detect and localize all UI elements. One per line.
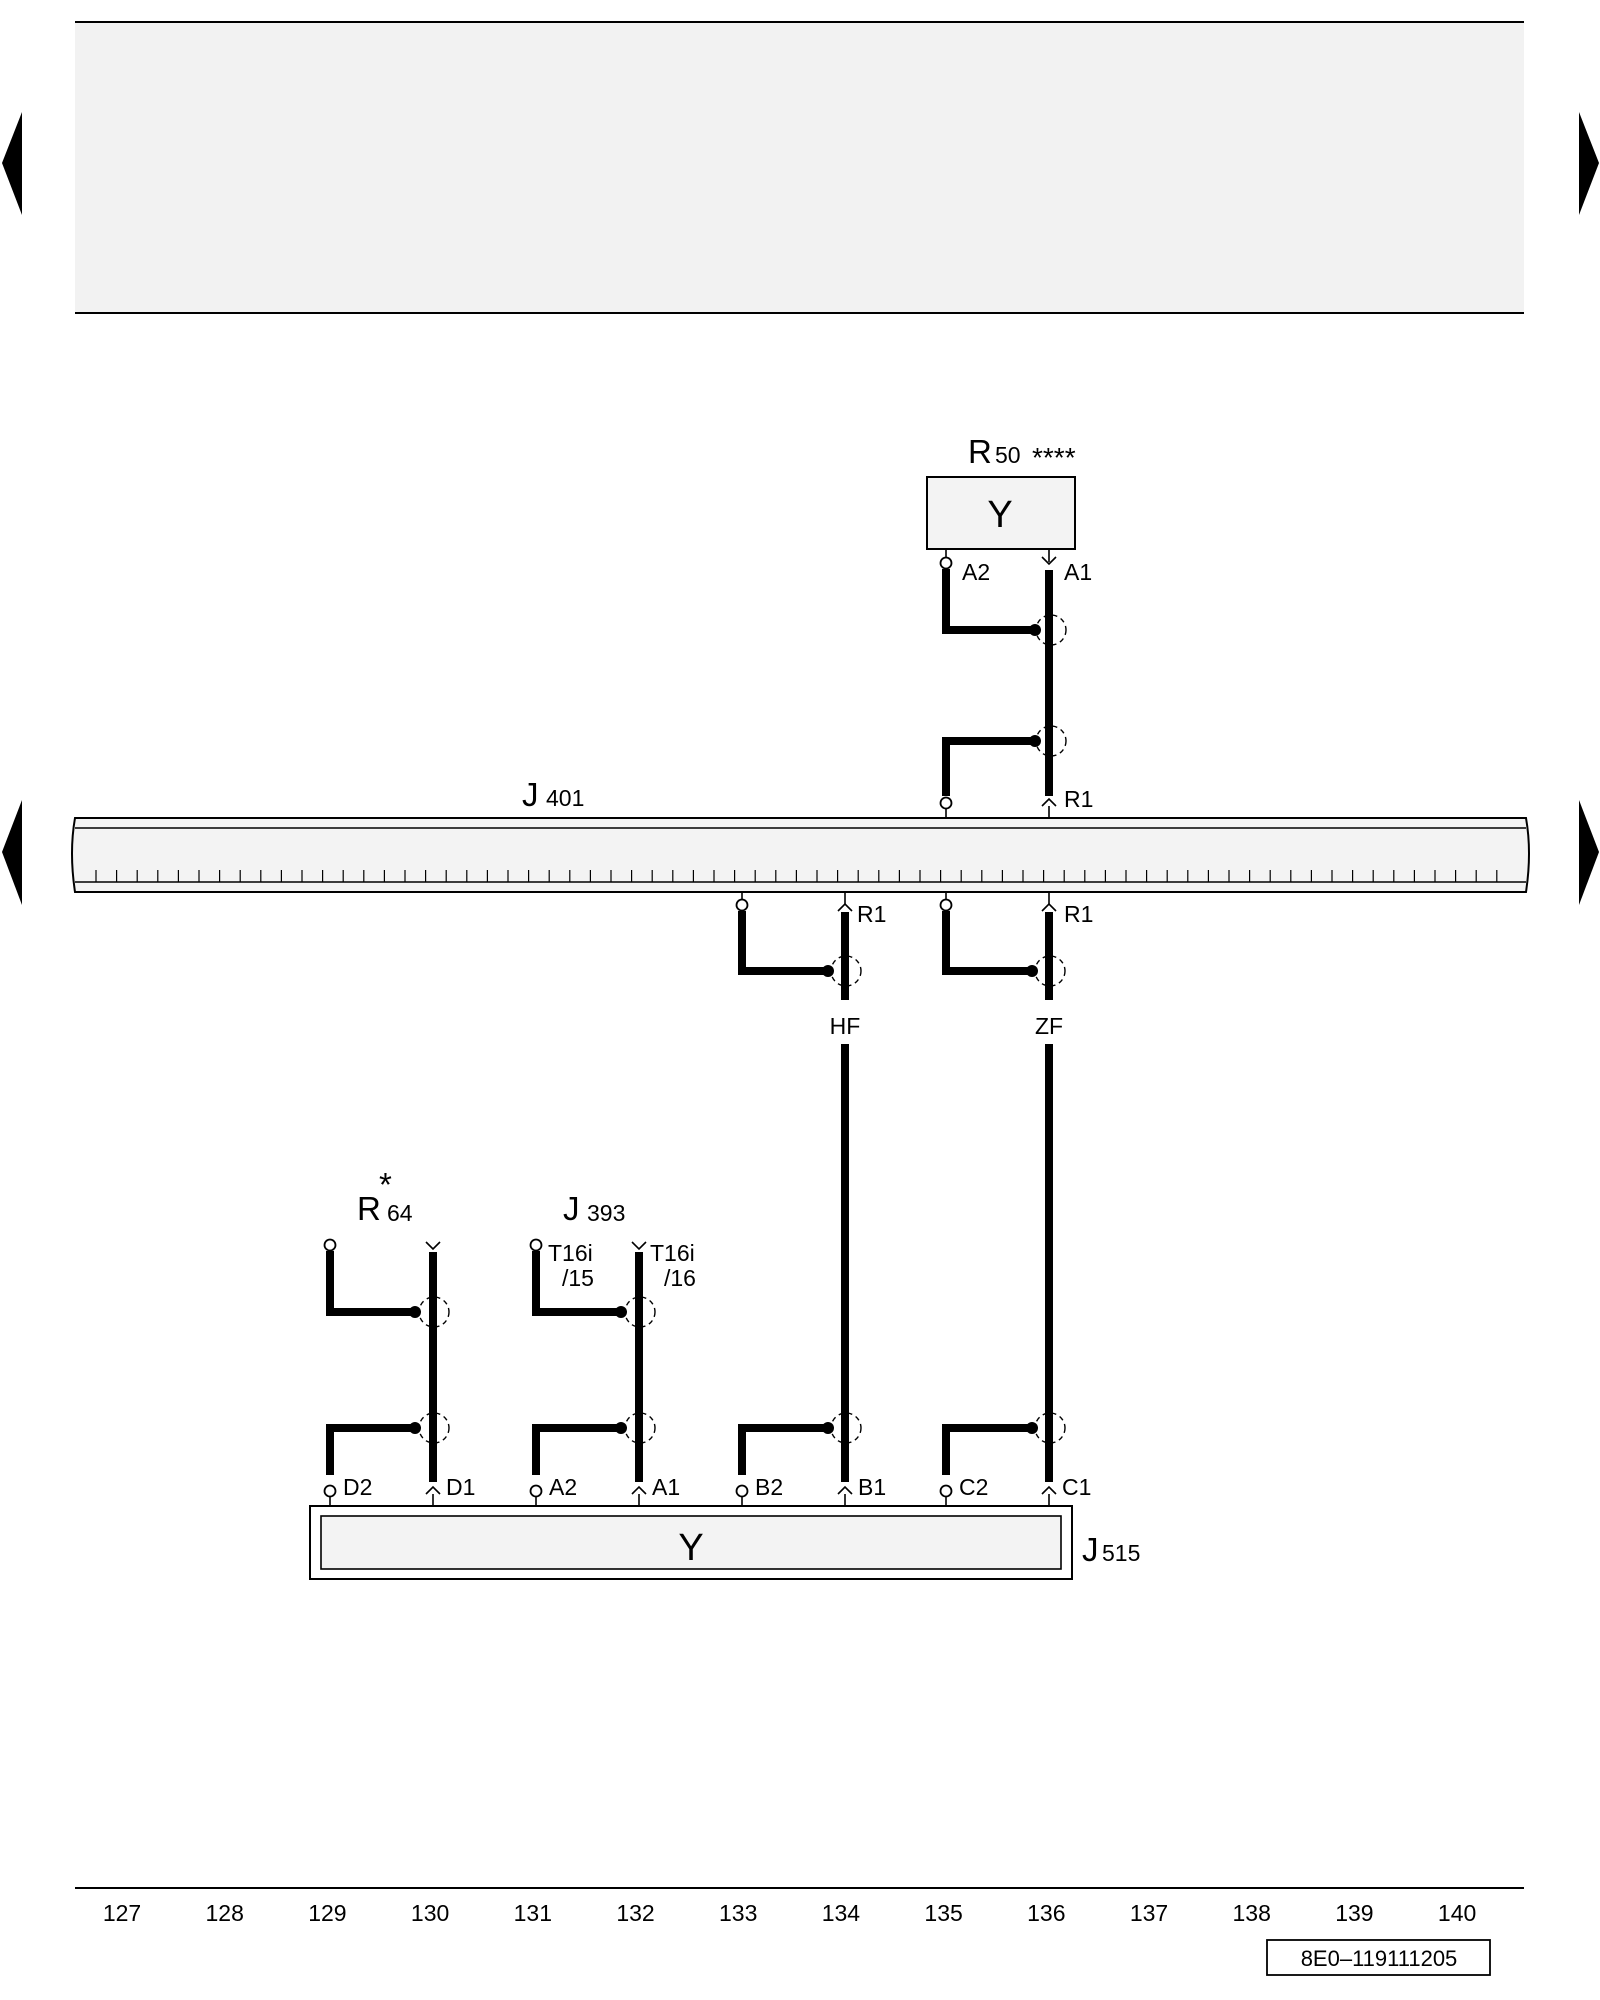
- r50-pin-a2: A2: [962, 559, 990, 585]
- r64-mark: *: [379, 1166, 392, 1203]
- prev-page-top-arrow[interactable]: [2, 112, 22, 215]
- j401-pin-r1-hf: R1: [857, 901, 886, 927]
- track-number: 128: [206, 1900, 244, 1926]
- track-number: 133: [719, 1900, 757, 1926]
- drawing-number: 8E0–119111205: [1301, 1946, 1458, 1971]
- j515-pin-a1: A1: [652, 1474, 680, 1500]
- j515-pin-b1: B1: [858, 1474, 886, 1500]
- track-number: 137: [1130, 1900, 1168, 1926]
- component-r64: R * 64: [323, 1166, 450, 1482]
- r64-number: 64: [387, 1200, 413, 1226]
- j515-pin-b1-terminal: [837, 1485, 853, 1495]
- j515-pin-d1: D1: [446, 1474, 475, 1500]
- prev-page-bus-arrow[interactable]: [2, 800, 22, 905]
- j515-pin-d2: D2: [343, 1474, 372, 1500]
- component-r50: R 50 **** Y A2 A1: [926, 433, 1092, 585]
- track-number: 136: [1027, 1900, 1065, 1926]
- j515-pin-c1-terminal: [1041, 1485, 1057, 1495]
- r50-letter: R: [968, 433, 992, 470]
- wire-label-hf: HF: [830, 1013, 861, 1039]
- r50-antenna-symbol: Y: [987, 494, 1012, 536]
- header-band: [75, 21, 1524, 314]
- j401-scale-ticks: [95, 870, 1498, 882]
- track-number: 135: [924, 1900, 962, 1926]
- j401-pin-r1-zf: R1: [1064, 901, 1093, 927]
- j515-pin-d1-terminal: [425, 1485, 441, 1495]
- j515-pin-a2: A2: [549, 1474, 577, 1500]
- track-number: 127: [103, 1900, 141, 1926]
- j515-pin-b2: B2: [755, 1474, 783, 1500]
- j393-pin-a-line1: T16i: [548, 1240, 593, 1266]
- coax-hf: HF: [735, 892, 862, 1482]
- r50-pin-a1: A1: [1064, 559, 1092, 585]
- j401-letter: J: [522, 776, 539, 813]
- component-j401: J 401 R1 R1 R1: [71, 776, 1530, 927]
- j515-pin-d2-terminal: [323, 1484, 337, 1498]
- track-number: 139: [1335, 1900, 1373, 1926]
- coax-r50-j401: [939, 549, 1067, 818]
- track-number: 138: [1233, 1900, 1271, 1926]
- j515-number: 515: [1102, 1540, 1140, 1566]
- j401-number: 401: [546, 785, 584, 811]
- wire-label-zf: ZF: [1035, 1013, 1063, 1039]
- coax-zf: ZF: [939, 892, 1066, 1482]
- r50-suffix: ****: [1032, 442, 1076, 473]
- r50-number: 50: [995, 442, 1021, 468]
- j401-top-shield-terminal: [939, 796, 953, 810]
- j393-pin-b-line1: T16i: [650, 1240, 695, 1266]
- j515-pin-c1: C1: [1062, 1474, 1091, 1500]
- j515-letter: J: [1082, 1531, 1099, 1568]
- r50-pin-a2-terminal: [939, 556, 953, 570]
- j515-pin-c2: C2: [959, 1474, 988, 1500]
- track-number: 129: [308, 1900, 346, 1926]
- footer: 127 128 129 130 131 132 133 134 135 136 137 138 139 1…: [75, 1887, 1524, 1976]
- j515-pin-c2-terminal: [939, 1484, 953, 1498]
- j393-number: 393: [587, 1200, 625, 1226]
- j393-letter: J: [563, 1190, 580, 1227]
- next-page-bus-arrow[interactable]: [1579, 800, 1599, 905]
- track-number: 131: [514, 1900, 552, 1926]
- j401-pin-r1-top: R1: [1064, 786, 1093, 812]
- r64-letter: R: [357, 1190, 381, 1227]
- track-number-row: 127 128 129 130 131 132 133 134 135 136 137 138 139 1…: [103, 1900, 1476, 1926]
- track-number: 130: [411, 1900, 449, 1926]
- next-page-top-arrow[interactable]: [1579, 112, 1599, 215]
- track-number: 134: [822, 1900, 861, 1926]
- track-number: 132: [616, 1900, 654, 1926]
- j515-pin-a1-terminal: [631, 1485, 647, 1495]
- j393-pin-a-line2: /15: [562, 1265, 594, 1291]
- j515-antenna-symbol: Y: [678, 1527, 703, 1569]
- component-j393: J 393 T16i /15 T16i /16: [529, 1190, 696, 1482]
- j515-pin-b2-terminal: [735, 1484, 749, 1498]
- component-j515: D2 D1 A2 A1 B2 B1 C2 C1 Y J 515: [309, 1474, 1140, 1580]
- j515-pin-a2-terminal: [529, 1484, 543, 1498]
- track-number: 140: [1438, 1900, 1476, 1926]
- j393-pin-b-line2: /16: [664, 1265, 696, 1291]
